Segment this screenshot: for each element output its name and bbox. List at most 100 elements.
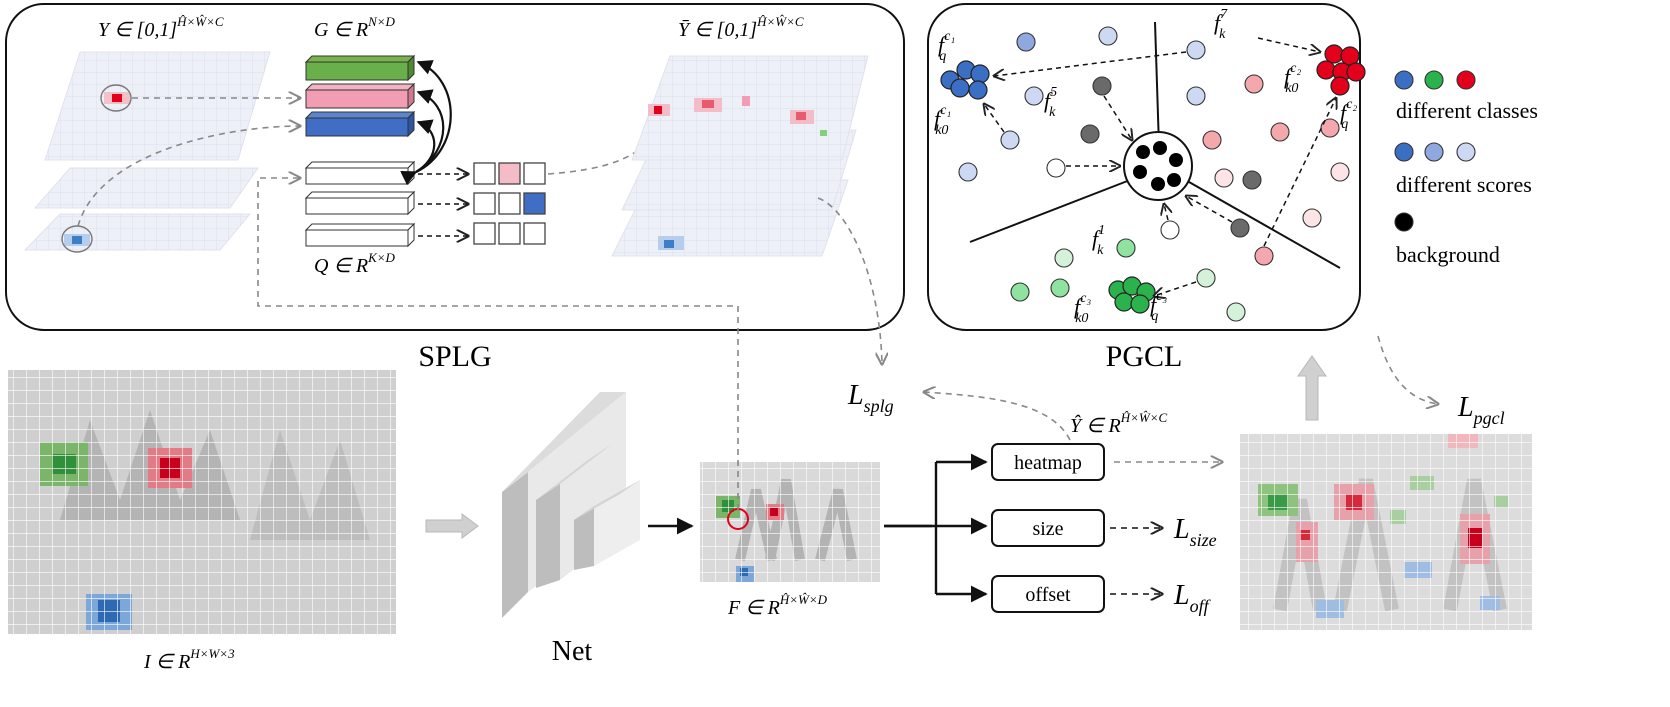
yhat-label-text: Ŷ ∈ R	[1070, 414, 1121, 437]
fk7-label: f7 k	[1214, 7, 1228, 42]
fk1-sub: k	[1097, 243, 1104, 258]
feature-to-query-dashed	[257, 178, 739, 510]
fq-c1-sup: c₁	[944, 29, 955, 44]
y-blue-to-g-arrow	[77, 126, 300, 227]
output-to-pgcl-arrow	[1297, 355, 1327, 421]
loss-pgcl-l: L	[1457, 392, 1474, 423]
loss-size: Lsize	[1173, 514, 1217, 550]
fk0-c3-sup: c₃	[1080, 291, 1091, 306]
fq-c1-label: fc₁ q	[938, 29, 955, 64]
fk0-c2-sub: k0	[1285, 81, 1298, 96]
fk7-sup: 7	[1220, 7, 1228, 22]
score-cells	[473, 162, 546, 245]
loss-splg-l: L	[847, 380, 864, 411]
red-cluster	[1316, 44, 1366, 96]
fk0-c2-f: f	[1284, 64, 1293, 89]
loss-size-l: L	[1173, 514, 1190, 545]
input-label-text: I ∈ R	[143, 651, 190, 673]
loss-splg-sub: splg	[864, 396, 894, 416]
pgcl-to-loss-arrow	[1377, 335, 1438, 404]
feature-label-text: F ∈ R	[727, 597, 780, 619]
g-set-sup: N×D	[367, 14, 395, 29]
fk0-c1-f: f	[934, 106, 943, 131]
ybar-set-sup: Ĥ×Ŵ×C	[756, 14, 804, 29]
q-set-text: Q ∈ R	[314, 255, 368, 277]
fk0-c1-sub: k0	[935, 123, 948, 138]
green-cluster	[1108, 276, 1156, 314]
ybar-set-label: Ȳ ∈ [0,1]Ĥ×Ŵ×C	[678, 14, 804, 41]
input-image	[8, 370, 396, 634]
heatmap-head-label: heatmap	[1014, 452, 1082, 474]
fq-c3-label: fc₃ q	[1150, 289, 1167, 324]
loss-off-sub: off	[1190, 596, 1212, 616]
ybar-stack	[611, 55, 869, 257]
q-set-sup: K×D	[367, 250, 395, 265]
fk0-c2-sup: c₂	[1290, 61, 1301, 76]
fk0-c2-label: fc₂ k0	[1284, 61, 1301, 96]
fq-c3-f: f	[1150, 292, 1159, 317]
matching-curves	[400, 60, 452, 185]
legend-background: background	[1396, 242, 1500, 267]
y-set-label: Y ∈ [0,1]Ĥ×Ŵ×C	[98, 14, 224, 41]
fq-c3-sup: c₃	[1156, 289, 1167, 304]
fq-c2-label: fc₂ q	[1340, 97, 1357, 132]
fq-c3-sub: q	[1151, 309, 1158, 324]
heatmap-head	[991, 443, 1105, 481]
ybar-set-text: Ȳ ∈ [0,1]	[678, 19, 757, 41]
loss-splg: Lsplg	[847, 380, 894, 416]
loss-off-l: L	[1173, 580, 1190, 611]
fk7-sub: k	[1219, 27, 1226, 42]
pgcl-samples	[958, 26, 1350, 322]
y-red-peak	[100, 84, 132, 112]
net-block	[502, 392, 640, 618]
fk0-c1-sup: c₁	[940, 103, 951, 118]
fk1-label: f1 k	[1092, 223, 1105, 258]
fq-c2-f: f	[1340, 100, 1349, 125]
fk5-f: f	[1044, 88, 1053, 113]
fk1-sup: 1	[1098, 223, 1105, 238]
pgcl-arrows	[984, 37, 1336, 296]
pgcl-title: PGCL	[1106, 340, 1183, 373]
g-set-label: G ∈ RN×D	[314, 14, 396, 41]
loss-pgcl-sub: pgcl	[1472, 408, 1505, 428]
fk0-c3-sub: k0	[1075, 311, 1088, 326]
fk5-sub: k	[1049, 105, 1056, 120]
fk0-c3-label: fc₃ k0	[1074, 291, 1091, 326]
q-set-label: Q ∈ RK×D	[314, 250, 396, 277]
offset-head-label: offset	[1025, 584, 1071, 606]
fk1-f: f	[1092, 226, 1101, 251]
fq-c1-f: f	[938, 32, 947, 57]
fk0-c1-label: fc₁ k0	[934, 103, 951, 138]
y-set-text: Y ∈ [0,1]	[98, 19, 177, 41]
yhat-label-sup: Ĥ×Ŵ×C	[1120, 410, 1168, 425]
feature-label: F ∈ RĤ×Ŵ×D	[727, 592, 828, 619]
legend-dots	[1394, 70, 1476, 232]
input-label: I ∈ RH×W×3	[143, 646, 235, 673]
blue-cluster	[940, 60, 990, 100]
splg-title: SPLG	[418, 340, 491, 373]
offset-head	[991, 575, 1105, 613]
y-blue-peak	[61, 225, 93, 253]
fk7-f: f	[1214, 10, 1223, 35]
fq-c2-sup: c₂	[1346, 97, 1357, 112]
size-head-label: size	[1032, 518, 1063, 540]
y-set-sup: Ĥ×Ŵ×C	[176, 14, 224, 29]
g-set-text: G ∈ R	[314, 19, 368, 41]
net-label: Net	[552, 636, 593, 667]
ybar-to-lsplg-arrow	[817, 197, 882, 364]
fk0-c3-f: f	[1074, 294, 1083, 319]
fq-c2-sub: q	[1341, 117, 1348, 132]
input-label-sup: H×W×3	[189, 646, 235, 661]
g-prototype-bars	[304, 54, 416, 138]
y-label-stack	[23, 51, 271, 251]
input-to-net-arrow	[425, 513, 479, 539]
legend-classes: different classes	[1396, 98, 1538, 123]
loss-pgcl: Lpgcl	[1457, 392, 1505, 428]
fq-c1-sub: q	[939, 49, 946, 64]
yhat-label: Ŷ ∈ RĤ×Ŵ×C	[1070, 410, 1168, 437]
legend-scores: different scores	[1396, 172, 1532, 197]
heatmap-to-lsplg-arrow	[924, 392, 1071, 441]
output-heatmap	[1240, 434, 1532, 630]
